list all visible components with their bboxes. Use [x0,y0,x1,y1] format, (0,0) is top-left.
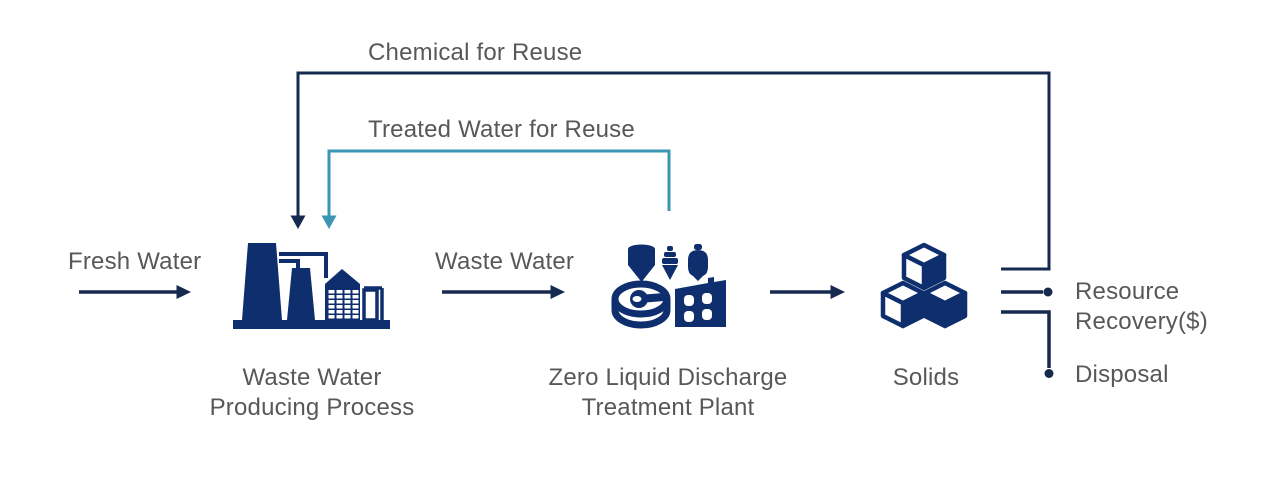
disposal-line [1001,310,1051,368]
disposal-dot [1044,369,1054,378]
resource-recovery-label-line1: Resource [1075,278,1180,305]
factory-icon [232,238,392,330]
treatment-plant-label-line2: Treatment Plant [581,394,755,421]
solids-arrowhead-icon [830,285,845,299]
solids-label: Solids [892,364,960,391]
fresh-water-arrowhead-icon [176,285,191,299]
treatment-plant-label-line1: Zero Liquid Discharge [548,364,788,391]
fresh-water-label: Fresh Water [68,248,202,275]
disposal-label: Disposal [1075,361,1169,388]
chemical-reuse-label: Chemical for Reuse [368,39,583,66]
treated-water-reuse-label: Treated Water for Reuse [368,116,635,143]
producer-label-line1: Waste Water [242,364,382,391]
solids-cubes-icon [878,242,970,330]
resource-recovery-label: Resource Recovery($) [1075,277,1208,337]
resource-recovery-label-line2: Recovery($) [1075,308,1208,335]
treatment-plant-label: Zero Liquid Discharge Treatment Plant [549,363,788,423]
chemical-reuse-arrowhead-icon [290,215,306,229]
producer-label: Waste Water Producing Process [210,363,415,423]
treated-water-arrowhead-icon [321,215,337,229]
treated-water-reuse-line [327,149,671,216]
waste-water-arrowhead-icon [550,285,565,299]
producer-label-line2: Producing Process [209,394,415,421]
waste-water-label: Waste Water [435,248,575,275]
treatment-plant-icon [608,238,738,330]
chemical-reuse-line [296,71,1051,271]
resource-recovery-dot [1043,287,1053,297]
